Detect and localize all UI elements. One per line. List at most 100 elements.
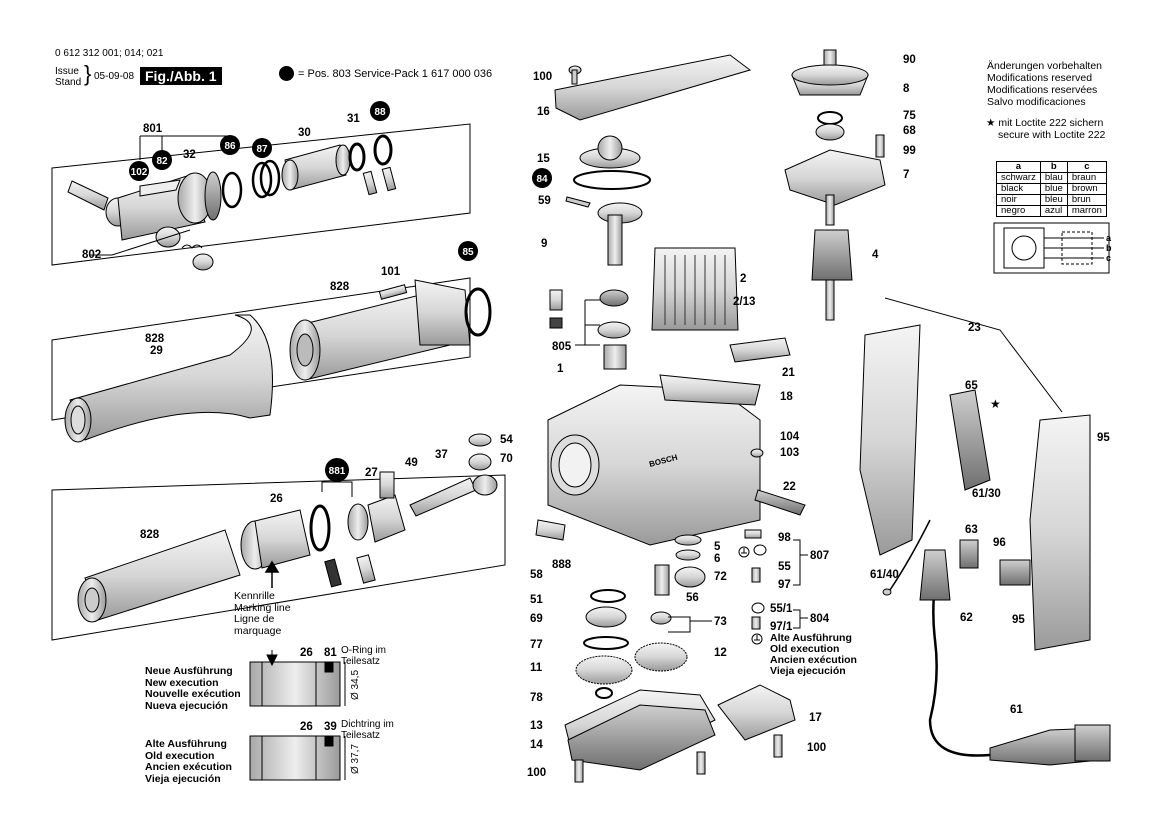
label-804: 804 bbox=[810, 613, 830, 625]
label-26: 26 bbox=[270, 493, 283, 505]
bubble-85 bbox=[458, 241, 478, 261]
label-2: 2 bbox=[740, 273, 746, 285]
label-805: 805 bbox=[552, 341, 572, 353]
label-56: 56 bbox=[686, 592, 699, 604]
label-5: 5 bbox=[714, 541, 721, 553]
label-72: 72 bbox=[714, 571, 727, 583]
label-17: 17 bbox=[809, 712, 822, 724]
label-69: 69 bbox=[530, 613, 543, 625]
label-99: 99 bbox=[903, 145, 916, 157]
ground-note-line4: Vieja ejecución bbox=[770, 665, 846, 677]
label-7: 7 bbox=[903, 169, 909, 181]
loctite-note: ★ mit Loctite 222 sichern secure with Lo… bbox=[986, 117, 1106, 141]
label-13: 13 bbox=[530, 720, 543, 732]
label-9: 9 bbox=[541, 238, 547, 250]
old-execution-label: Alte Ausführung Old execution Ancien exé… bbox=[145, 738, 232, 785]
label-1: 1 bbox=[557, 363, 564, 375]
housing-and-gearing bbox=[535, 54, 806, 783]
part-number: 0 612 312 001; 014; 021 bbox=[55, 48, 164, 59]
marking-line-note: Kennrille Marking line Ligne de marquage bbox=[234, 590, 291, 637]
new-note-line1: O-Ring im bbox=[341, 645, 386, 656]
label-70: 70 bbox=[500, 453, 513, 465]
label-68: 68 bbox=[903, 125, 916, 137]
label-31: 31 bbox=[347, 113, 360, 125]
bubble-82-text: 82 bbox=[156, 156, 168, 167]
bubble-84-text: 84 bbox=[536, 174, 548, 185]
label-100-bottom-left: 100 bbox=[527, 767, 546, 779]
label-21: 21 bbox=[782, 367, 795, 379]
label-888: 888 bbox=[552, 559, 572, 571]
bubble-86 bbox=[220, 135, 240, 155]
label-61: 61 bbox=[1010, 704, 1023, 716]
label-16: 16 bbox=[537, 106, 550, 118]
label-828c: 828 bbox=[140, 529, 160, 541]
label-100-top: 100 bbox=[533, 71, 552, 83]
label-37: 37 bbox=[435, 449, 448, 461]
bubble-84 bbox=[532, 168, 552, 188]
label-18: 18 bbox=[780, 391, 793, 403]
label-2-13: 2/13 bbox=[733, 296, 755, 308]
barrel-assembly bbox=[64, 279, 492, 443]
label-78: 78 bbox=[530, 692, 543, 704]
label-15: 15 bbox=[537, 153, 550, 165]
label-49: 49 bbox=[405, 457, 418, 469]
bracket-807-804 bbox=[668, 539, 808, 633]
label-29: 29 bbox=[150, 345, 163, 357]
label-61-40: 61/40 bbox=[870, 569, 899, 581]
label-807: 807 bbox=[810, 550, 829, 562]
execution-details bbox=[249, 650, 346, 781]
bubble-82 bbox=[152, 150, 172, 170]
label-100-bottom-right: 100 bbox=[807, 742, 826, 754]
issue-label: Issue bbox=[55, 66, 79, 77]
bubble-86-text: 86 bbox=[224, 141, 236, 152]
bubble-88-text: 88 bbox=[374, 107, 386, 118]
old-note-line1: Dichtring im bbox=[341, 719, 394, 730]
service-pack-note: = Pos. 803 Service-Pack 1 617 000 036 bbox=[298, 68, 493, 80]
wiring-schematic bbox=[993, 222, 1110, 274]
star-icon: ★ bbox=[990, 397, 1001, 411]
modifications-note: Änderungen vorbehalten Modifications res… bbox=[987, 60, 1103, 108]
label-98: 98 bbox=[778, 532, 791, 544]
armature-assembly bbox=[784, 49, 886, 321]
bracket-881 bbox=[321, 481, 353, 497]
handle-assembly bbox=[859, 324, 1111, 766]
new-execution-label: Neue Ausführung New execution Nouvelle e… bbox=[145, 665, 241, 712]
chisel-holder-assembly bbox=[67, 134, 397, 271]
label-8: 8 bbox=[903, 83, 910, 95]
figure-title: Fig./Abb. 1 bbox=[140, 67, 222, 85]
old-part-26: 26 bbox=[300, 721, 313, 733]
service-pack-dot bbox=[279, 66, 294, 81]
label-90: 90 bbox=[903, 54, 916, 66]
bracket-23 bbox=[884, 297, 1063, 413]
ground-note-line1: Alte Ausführung bbox=[770, 632, 852, 644]
new-part-26: 26 bbox=[300, 647, 313, 659]
label-22: 22 bbox=[783, 481, 796, 493]
new-note-line2: Teilesatz bbox=[341, 656, 380, 667]
bubble-85-text: 85 bbox=[462, 247, 474, 258]
label-77: 77 bbox=[530, 639, 543, 651]
label-97-1: 97/1 bbox=[770, 621, 793, 633]
stand-label: Stand bbox=[55, 77, 82, 88]
label-55-1: 55/1 bbox=[770, 603, 793, 615]
label-59: 59 bbox=[538, 195, 551, 207]
star-icon: ★ bbox=[986, 117, 996, 129]
old-part-39: 39 bbox=[324, 721, 337, 733]
label-96: 96 bbox=[993, 537, 1006, 549]
label-73: 73 bbox=[714, 616, 727, 628]
label-6: 6 bbox=[714, 553, 720, 565]
label-104: 104 bbox=[780, 431, 800, 443]
bubble-102-text: 102 bbox=[131, 167, 148, 178]
new-dimension: Ø 34,5 bbox=[350, 670, 361, 700]
wire-label-c: c bbox=[1106, 253, 1111, 263]
label-97: 97 bbox=[778, 579, 791, 591]
label-12: 12 bbox=[714, 647, 727, 659]
new-part-81: 81 bbox=[324, 647, 337, 659]
bubble-881-text: 881 bbox=[329, 466, 346, 477]
assembly-frames bbox=[51, 123, 506, 641]
issue-date: 05-09-08 bbox=[94, 71, 135, 82]
label-103: 103 bbox=[780, 447, 799, 459]
label-4: 4 bbox=[872, 249, 879, 261]
label-802: 802 bbox=[82, 249, 101, 261]
label-63: 63 bbox=[965, 524, 978, 536]
